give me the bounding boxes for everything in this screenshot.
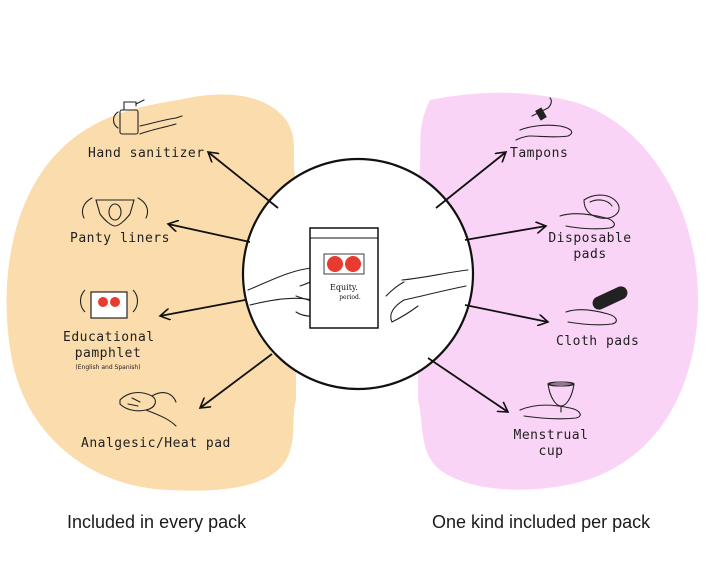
pack-brand-line2: period.	[339, 294, 361, 301]
heat-pad-icon	[119, 391, 177, 427]
label-cloth-pads: Cloth pads	[556, 334, 640, 349]
menstrual-cup-icon	[519, 381, 581, 420]
label-panty-liners: Panty liners	[70, 231, 170, 246]
arrow-hand-sanitizer	[208, 152, 279, 209]
label-educational: Educational	[63, 330, 155, 345]
disposable-pad-icon	[559, 194, 620, 230]
hand-sanitizer-icon	[112, 99, 183, 135]
label-menstrual: Menstrual	[513, 428, 589, 443]
label-analgesic-heat-pad: Analgesic/Heat pad	[81, 436, 231, 451]
label-pamphlet: pamphlet	[74, 346, 142, 361]
label-pamphlet-note: (English and Spanish)	[75, 364, 141, 371]
cloth-pad-icon	[565, 286, 628, 326]
pamphlet-icon	[79, 289, 139, 319]
caption-right: One kind included per pack	[432, 512, 651, 532]
pack-brand-line1: Equity.	[330, 283, 358, 292]
left-panel	[6, 94, 297, 491]
label-disposable: Disposable	[548, 231, 632, 246]
arrow-pamphlet	[160, 299, 246, 316]
label-tampons: Tampons	[510, 146, 569, 161]
right-panel	[418, 92, 698, 490]
arrow-menstrual-cup	[427, 357, 508, 412]
label-pads: pads	[573, 247, 607, 262]
label-cup: cup	[538, 444, 564, 459]
arrow-heat-pad	[200, 353, 273, 408]
arrow-tampons	[435, 152, 506, 209]
tampon-icon	[515, 97, 573, 141]
arrow-cloth-pads	[464, 304, 548, 322]
pack-icon	[309, 227, 379, 329]
caption-left: Included in every pack	[67, 512, 247, 532]
panty-liner-icon	[81, 197, 149, 227]
arrow-disposable-pads	[464, 226, 546, 241]
arrow-panty-liners	[168, 224, 251, 243]
label-hand-sanitizer: Hand sanitizer	[88, 146, 205, 161]
